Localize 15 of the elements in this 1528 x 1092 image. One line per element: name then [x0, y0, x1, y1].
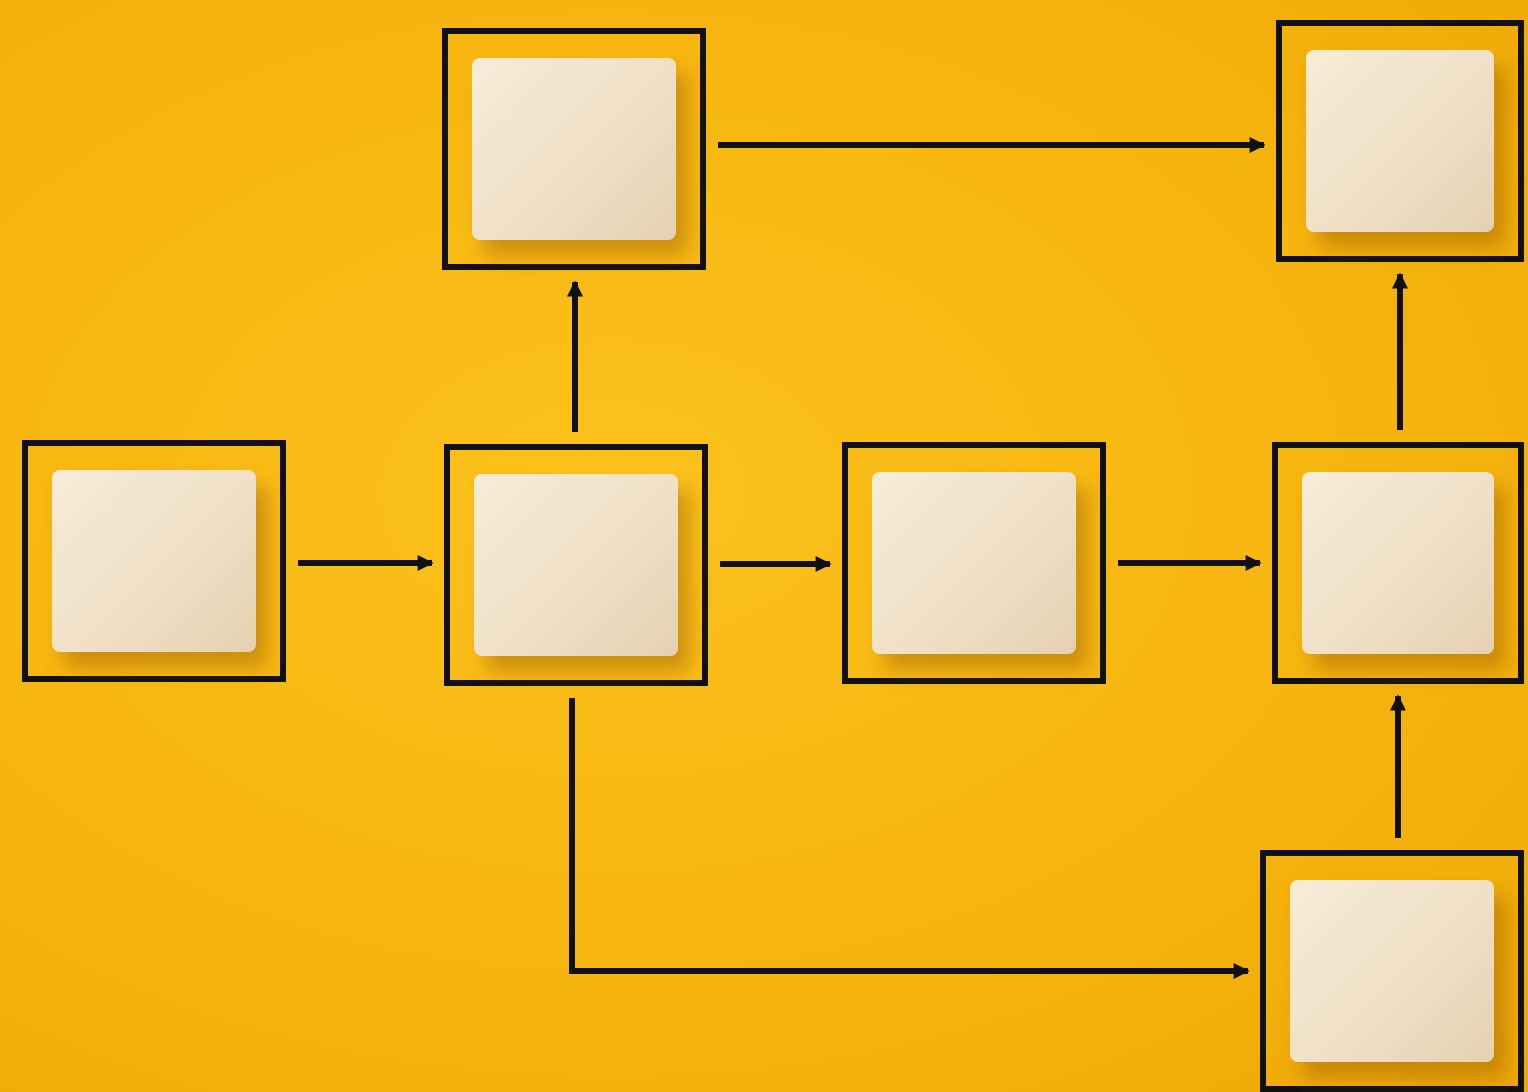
arrow — [718, 137, 1266, 153]
square-frame — [842, 442, 1106, 684]
square-frame — [1272, 442, 1524, 684]
arrow — [1392, 272, 1408, 430]
arrow — [720, 556, 832, 572]
arrow — [298, 555, 434, 571]
square-frame — [442, 28, 706, 270]
arrow — [567, 280, 583, 432]
square-frame — [22, 440, 286, 682]
square-frame — [1276, 20, 1524, 262]
arrow — [1118, 555, 1262, 571]
arrow — [569, 698, 1250, 979]
square-frame — [444, 444, 708, 686]
square-frame — [1260, 850, 1524, 1092]
arrow — [1390, 694, 1406, 838]
